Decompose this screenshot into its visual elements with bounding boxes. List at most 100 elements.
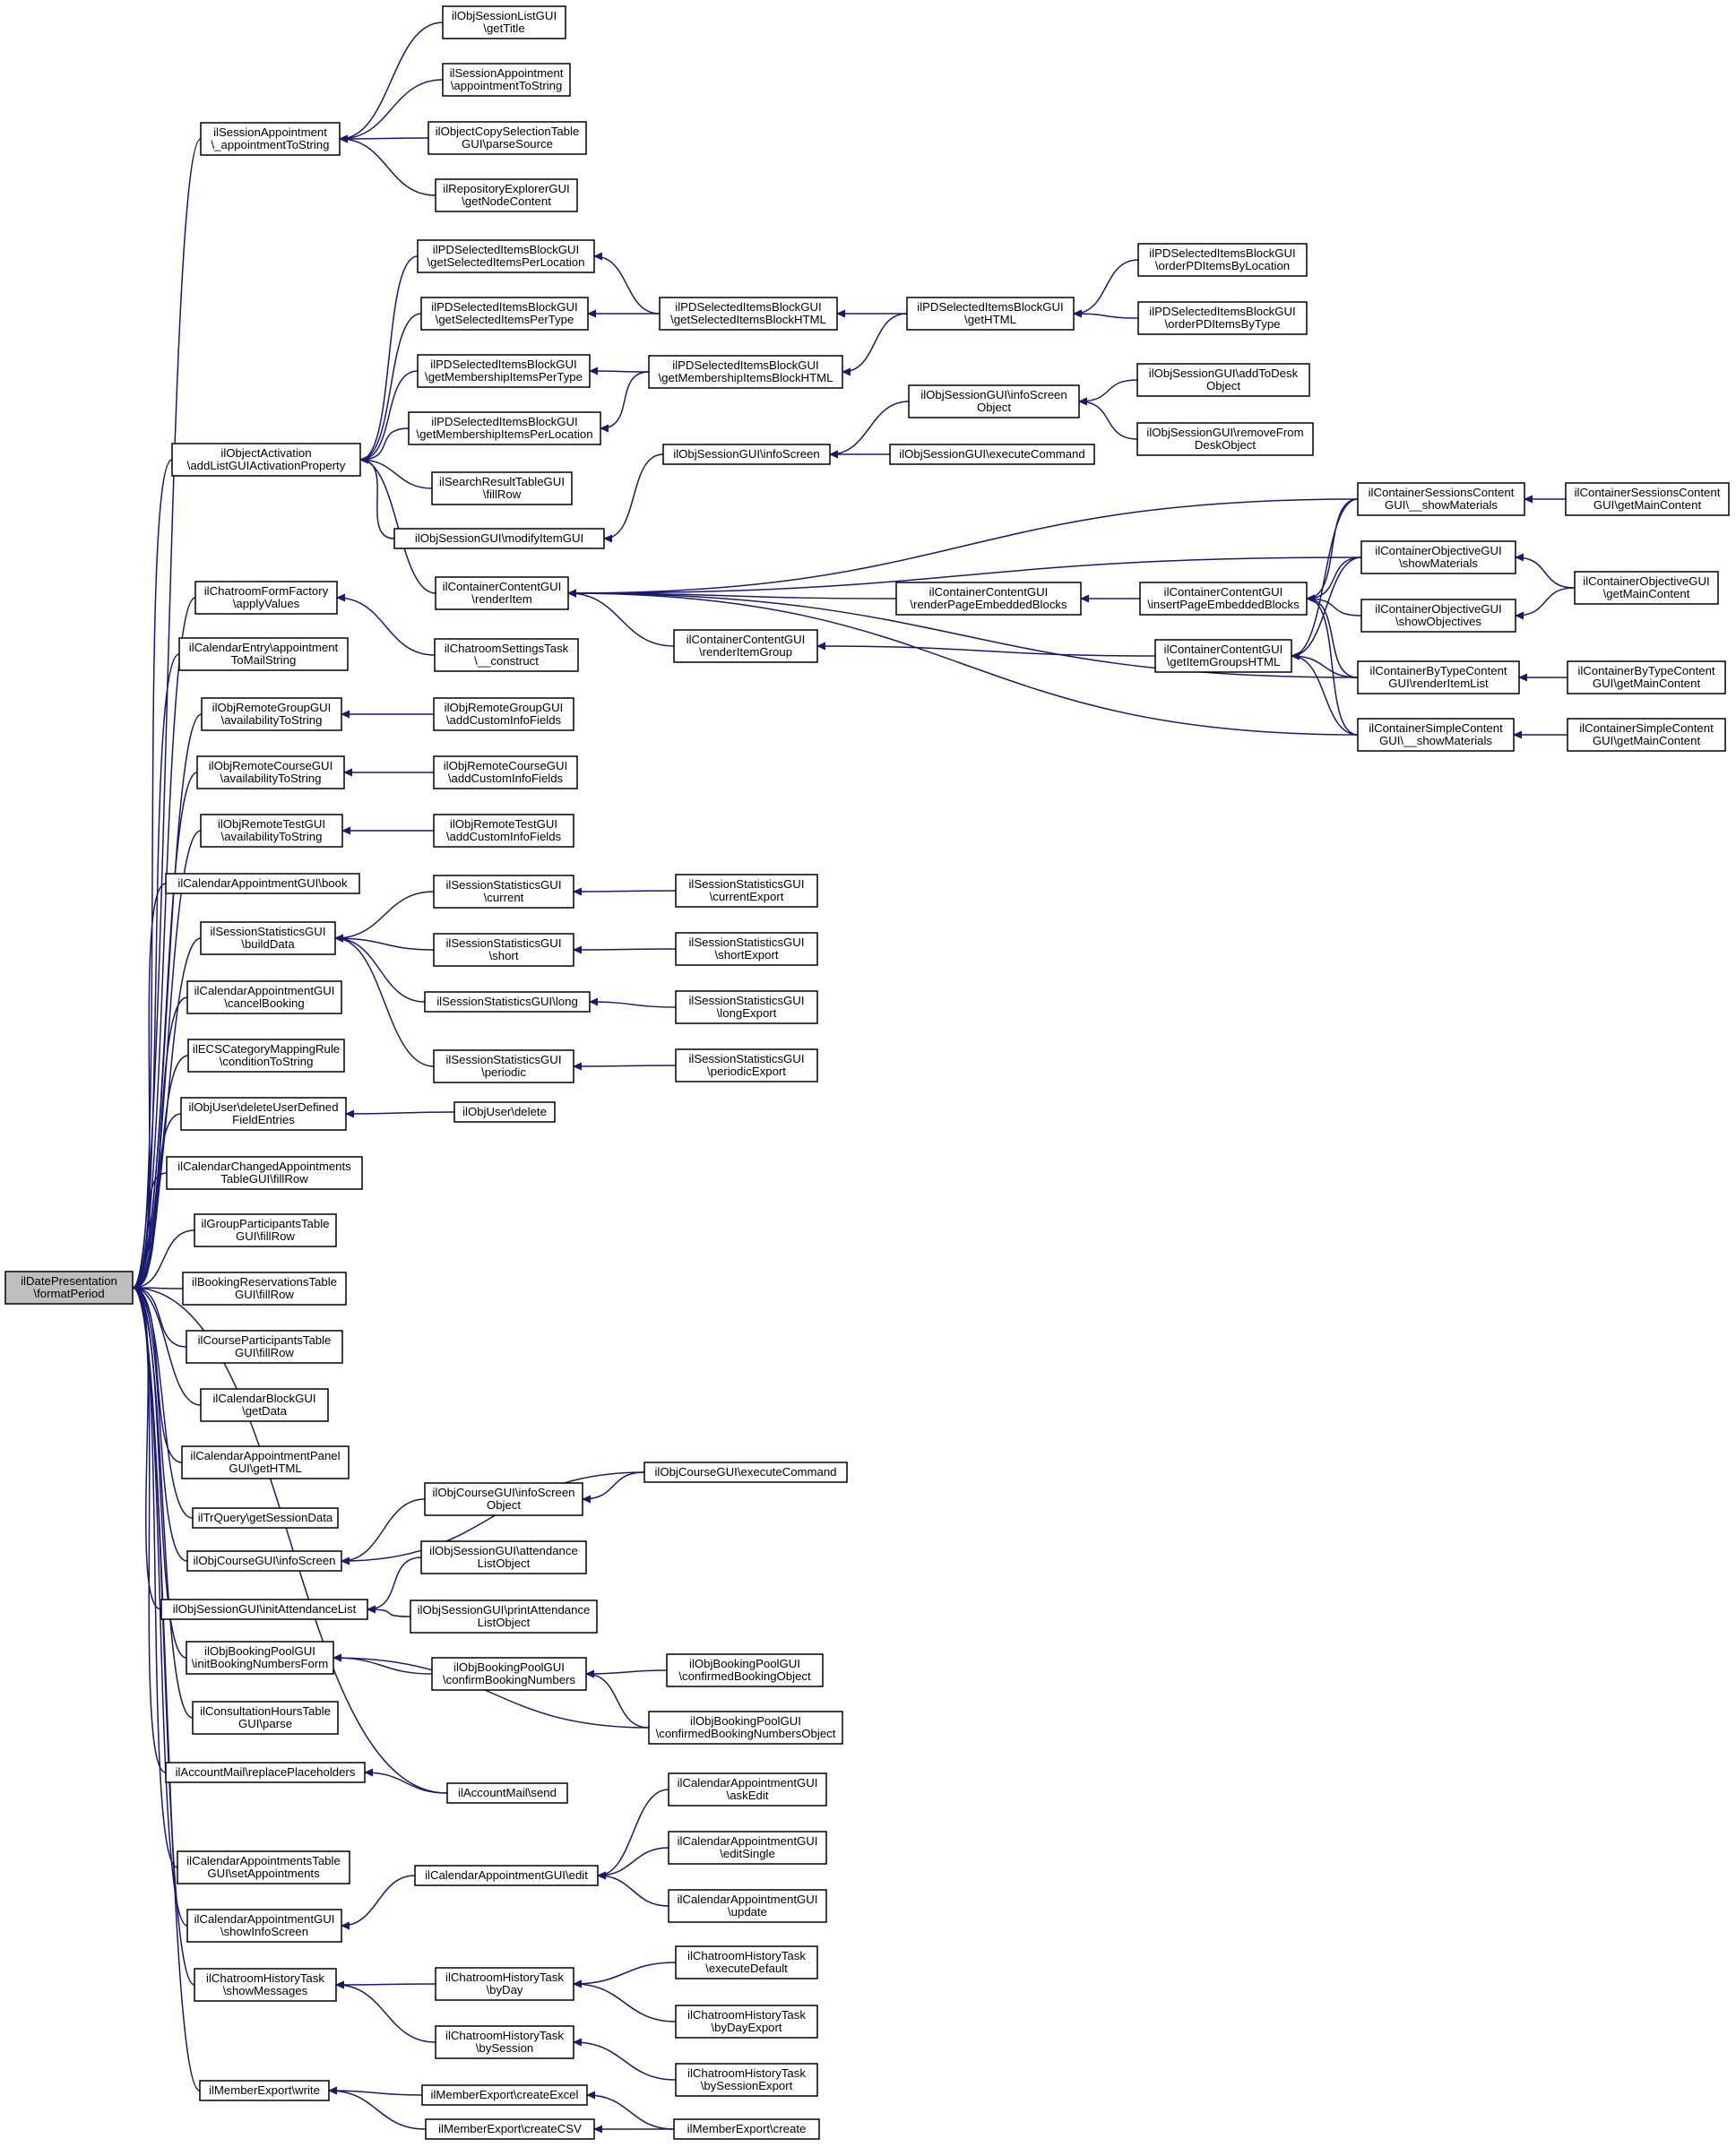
node-srt-fill[interactable]: ilSearchResultTableGUI\fillRow [431,471,573,505]
node-ss-long[interactable]: ilSessionStatisticsGUI\long [424,991,591,1013]
node-rc-add[interactable]: ilObjRemoteCourseGUI\addCustomInfoFields [433,755,578,789]
node-os-exec[interactable]: ilObjSessionGUI\executeCommand [889,444,1095,465]
node-cb-getdata[interactable]: ilCalendarBlockGUI\getData [200,1388,329,1422]
node-am-send[interactable]: ilAccountMail\send [446,1782,568,1804]
node-cc-render[interactable]: ilContainerContentGUI\renderItem [435,576,569,610]
node-co-showmat[interactable]: ilContainerObjectiveGUI\showMaterials [1360,540,1516,574]
node-pd-order-type[interactable]: ilPDSelectedItemsBlockGUI\orderPDItemsBy… [1137,301,1308,335]
node-cst-construct[interactable]: ilChatroomSettingsTask\__construct [434,638,579,672]
node-pd-sel-html[interactable]: ilPDSelectedItemsBlockGUI\getSelectedIte… [659,297,838,331]
node-os-initatt[interactable]: ilObjSessionGUI\initAttendanceList [160,1599,368,1620]
node-bp-confnum[interactable]: ilObjBookingPoolGUI\confirmedBookingNumb… [648,1711,843,1745]
node-oc-exec[interactable]: ilObjCourseGUI\executeCommand [643,1462,848,1483]
node-me-excel[interactable]: ilMemberExport\createExcel [421,2084,588,2106]
node-ss-current[interactable]: ilSessionStatisticsGUI\current [433,875,574,909]
node-me-write[interactable]: ilMemberExport\write [199,2080,330,2101]
node-ca-askedit[interactable]: ilCalendarAppointmentGUI\askEdit [668,1772,827,1807]
node-os-info[interactable]: ilObjSessionGUI\infoScreen [662,444,831,465]
node-bp-init[interactable]: ilObjBookingPoolGUI\initBookingNumbersFo… [186,1641,334,1675]
node-ch-bydayexp[interactable]: ilChatroomHistoryTask\byDayExport [675,2005,818,2039]
node-ss-shortexp[interactable]: ilSessionStatisticsGUI\shortExport [675,932,818,966]
node-box [1565,482,1730,516]
node-os-modify[interactable]: ilObjSessionGUI\modifyItemGUI [393,528,605,549]
node-pd-order-loc[interactable]: ilPDSelectedItemsBlockGUI\orderPDItemsBy… [1137,243,1308,277]
node-pd-html[interactable]: ilPDSelectedItemsBlockGUI\getHTML [906,297,1075,331]
node-ca-book[interactable]: ilCalendarAppointmentGUI\book [165,873,360,894]
node-box [434,638,579,672]
node-sa-ats2[interactable]: ilSessionAppointment\appointmentToString [442,63,571,97]
node-ocst-parse[interactable]: ilObjectCopySelectionTableGUI\parseSourc… [428,121,587,155]
node-cc-rpeb[interactable]: ilContainerContentGUI\renderPageEmbedded… [895,582,1082,616]
node-rt-add[interactable]: ilObjRemoteTestGUI\addCustomInfoFields [433,814,574,848]
node-ecs-cond[interactable]: ilECSCategoryMappingRule\conditionToStri… [187,1039,345,1073]
node-oa-add[interactable]: ilObjectActivation\addListGUIActivationP… [171,443,361,477]
node-ca-edit[interactable]: ilCalendarAppointmentGUI\edit [414,1865,599,1886]
node-ch-show[interactable]: ilChatroomHistoryTask\showMessages [194,1968,337,2002]
node-ca-update[interactable]: ilCalendarAppointmentGUI\update [668,1889,827,1923]
node-sl-gettitle[interactable]: ilObjSessionListGUI\getTitle [442,5,566,39]
node-pd-mem-type[interactable]: ilPDSelectedItemsBlockGUI\getMembershipI… [417,354,591,388]
node-pd-sel-loc[interactable]: ilPDSelectedItemsBlockGUI\getSelectedIte… [417,239,595,273]
node-csim-show[interactable]: ilContainerSimpleContentGUI\__showMateri… [1357,718,1515,752]
node-me-csv[interactable]: ilMemberExport\createCSV [425,2118,595,2140]
node-ss-longexp[interactable]: ilSessionStatisticsGUI\longExport [675,990,818,1024]
node-ss-curexp[interactable]: ilSessionStatisticsGUI\currentExport [675,874,818,908]
node-oc-info[interactable]: ilObjCourseGUI\infoScreen [186,1550,342,1572]
node-cat-set[interactable]: ilCalendarAppointmentsTableGUI\setAppoin… [177,1850,350,1884]
node-label: \getMembershipItemsPerType [425,370,583,384]
node-ss-short[interactable]: ilSessionStatisticsGUI\short [433,933,574,967]
node-ss-periodic[interactable]: ilSessionStatisticsGUI\periodic [433,1049,574,1083]
node-pd-sel-type[interactable]: ilPDSelectedItemsBlockGUI\getSelectedIte… [420,297,589,331]
node-pd-mem-loc[interactable]: ilPDSelectedItemsBlockGUI\getMembershipI… [408,411,601,445]
node-ou-delete[interactable]: ilObjUser\delete [453,1101,556,1123]
node-bp-confirm[interactable]: ilObjBookingPoolGUI\confirmBookingNumber… [431,1657,587,1691]
node-label: ilContainerContentGUI [443,580,562,593]
node-cc-ipeb[interactable]: ilContainerContentGUI\insertPageEmbedded… [1139,582,1308,616]
node-am-replace[interactable]: ilAccountMail\replacePlaceholders [165,1762,366,1783]
node-cf-apply[interactable]: ilChatroomFormFactory\applyValues [194,581,338,615]
node-rc-avail[interactable]: ilObjRemoteCourseGUI\availabilityToStrin… [196,755,345,789]
node-csc-main[interactable]: ilContainerSessionsContentGUI\getMainCon… [1565,482,1730,516]
node-me-create[interactable]: ilMemberExport\create [673,2118,820,2140]
node-ch-bysessexp[interactable]: ilChatroomHistoryTask\bySessionExport [675,2063,818,2097]
node-ss-perexp[interactable]: ilSessionStatisticsGUI\periodicExport [675,1048,818,1082]
node-rex-node[interactable]: ilRepositoryExplorerGUI\getNodeContent [435,178,578,212]
node-os-printatt[interactable]: ilObjSessionGUI\printAttendanceListObjec… [410,1600,598,1634]
node-csc-show[interactable]: ilContainerSessionsContentGUI\__showMate… [1357,482,1525,516]
node-sa-ats[interactable]: ilSessionAppointment\_appointmentToStrin… [200,122,341,156]
node-pd-mem-html[interactable]: ilPDSelectedItemsBlockGUI\getMembershipI… [648,355,843,389]
node-co-main[interactable]: ilContainerObjectiveGUI\getMainContent [1574,571,1719,605]
node-root[interactable]: ilDatePresentation\formatPeriod [4,1271,134,1305]
node-ss-build[interactable]: ilSessionStatisticsGUI\buildData [200,921,336,955]
node-ccat-fill[interactable]: ilCalendarChangedAppointmentsTableGUI\fi… [166,1156,363,1190]
node-ca-cancel[interactable]: ilCalendarAppointmentGUI\cancelBooking [186,980,342,1014]
node-co-showobj[interactable]: ilContainerObjectiveGUI\showObjectives [1360,599,1516,633]
node-ca-showinfo[interactable]: ilCalendarAppointmentGUI\showInfoScreen [186,1909,342,1943]
node-csim-main[interactable]: ilContainerSimpleContentGUI\getMainConte… [1567,718,1726,752]
node-bp-confobj[interactable]: ilObjBookingPoolGUI\confirmedBookingObje… [666,1653,824,1687]
node-rt-avail[interactable]: ilObjRemoteTestGUI\availabilityToString [200,814,343,848]
node-rg-avail[interactable]: ilObjRemoteGroupGUI\availabilityToString [201,697,342,731]
node-trq-sess[interactable]: ilTrQuery\getSessionData [192,1507,339,1529]
node-cbt-main[interactable]: ilContainerByTypeContentGUI\getMainConte… [1567,660,1726,694]
node-ch-byday[interactable]: ilChatroomHistoryTask\byDay [435,1967,574,2001]
node-cbt-render[interactable]: ilContainerByTypeContentGUI\renderItemLi… [1357,660,1520,694]
node-cc-gigh[interactable]: ilContainerContentGUI\getItemGroupsHTML [1154,639,1292,673]
node-cc-rig[interactable]: ilContainerContentGUI\renderItemGroup [673,629,818,663]
node-rg-add[interactable]: ilObjRemoteGroupGUI\addCustomInfoFields [433,697,574,731]
node-ch-execdef[interactable]: ilChatroomHistoryTask\executeDefault [675,1945,818,1979]
node-ca-editsingle[interactable]: ilCalendarAppointmentGUI\editSingle [668,1831,827,1865]
node-ch-bysess[interactable]: ilChatroomHistoryTask\bySession [435,2025,574,2059]
